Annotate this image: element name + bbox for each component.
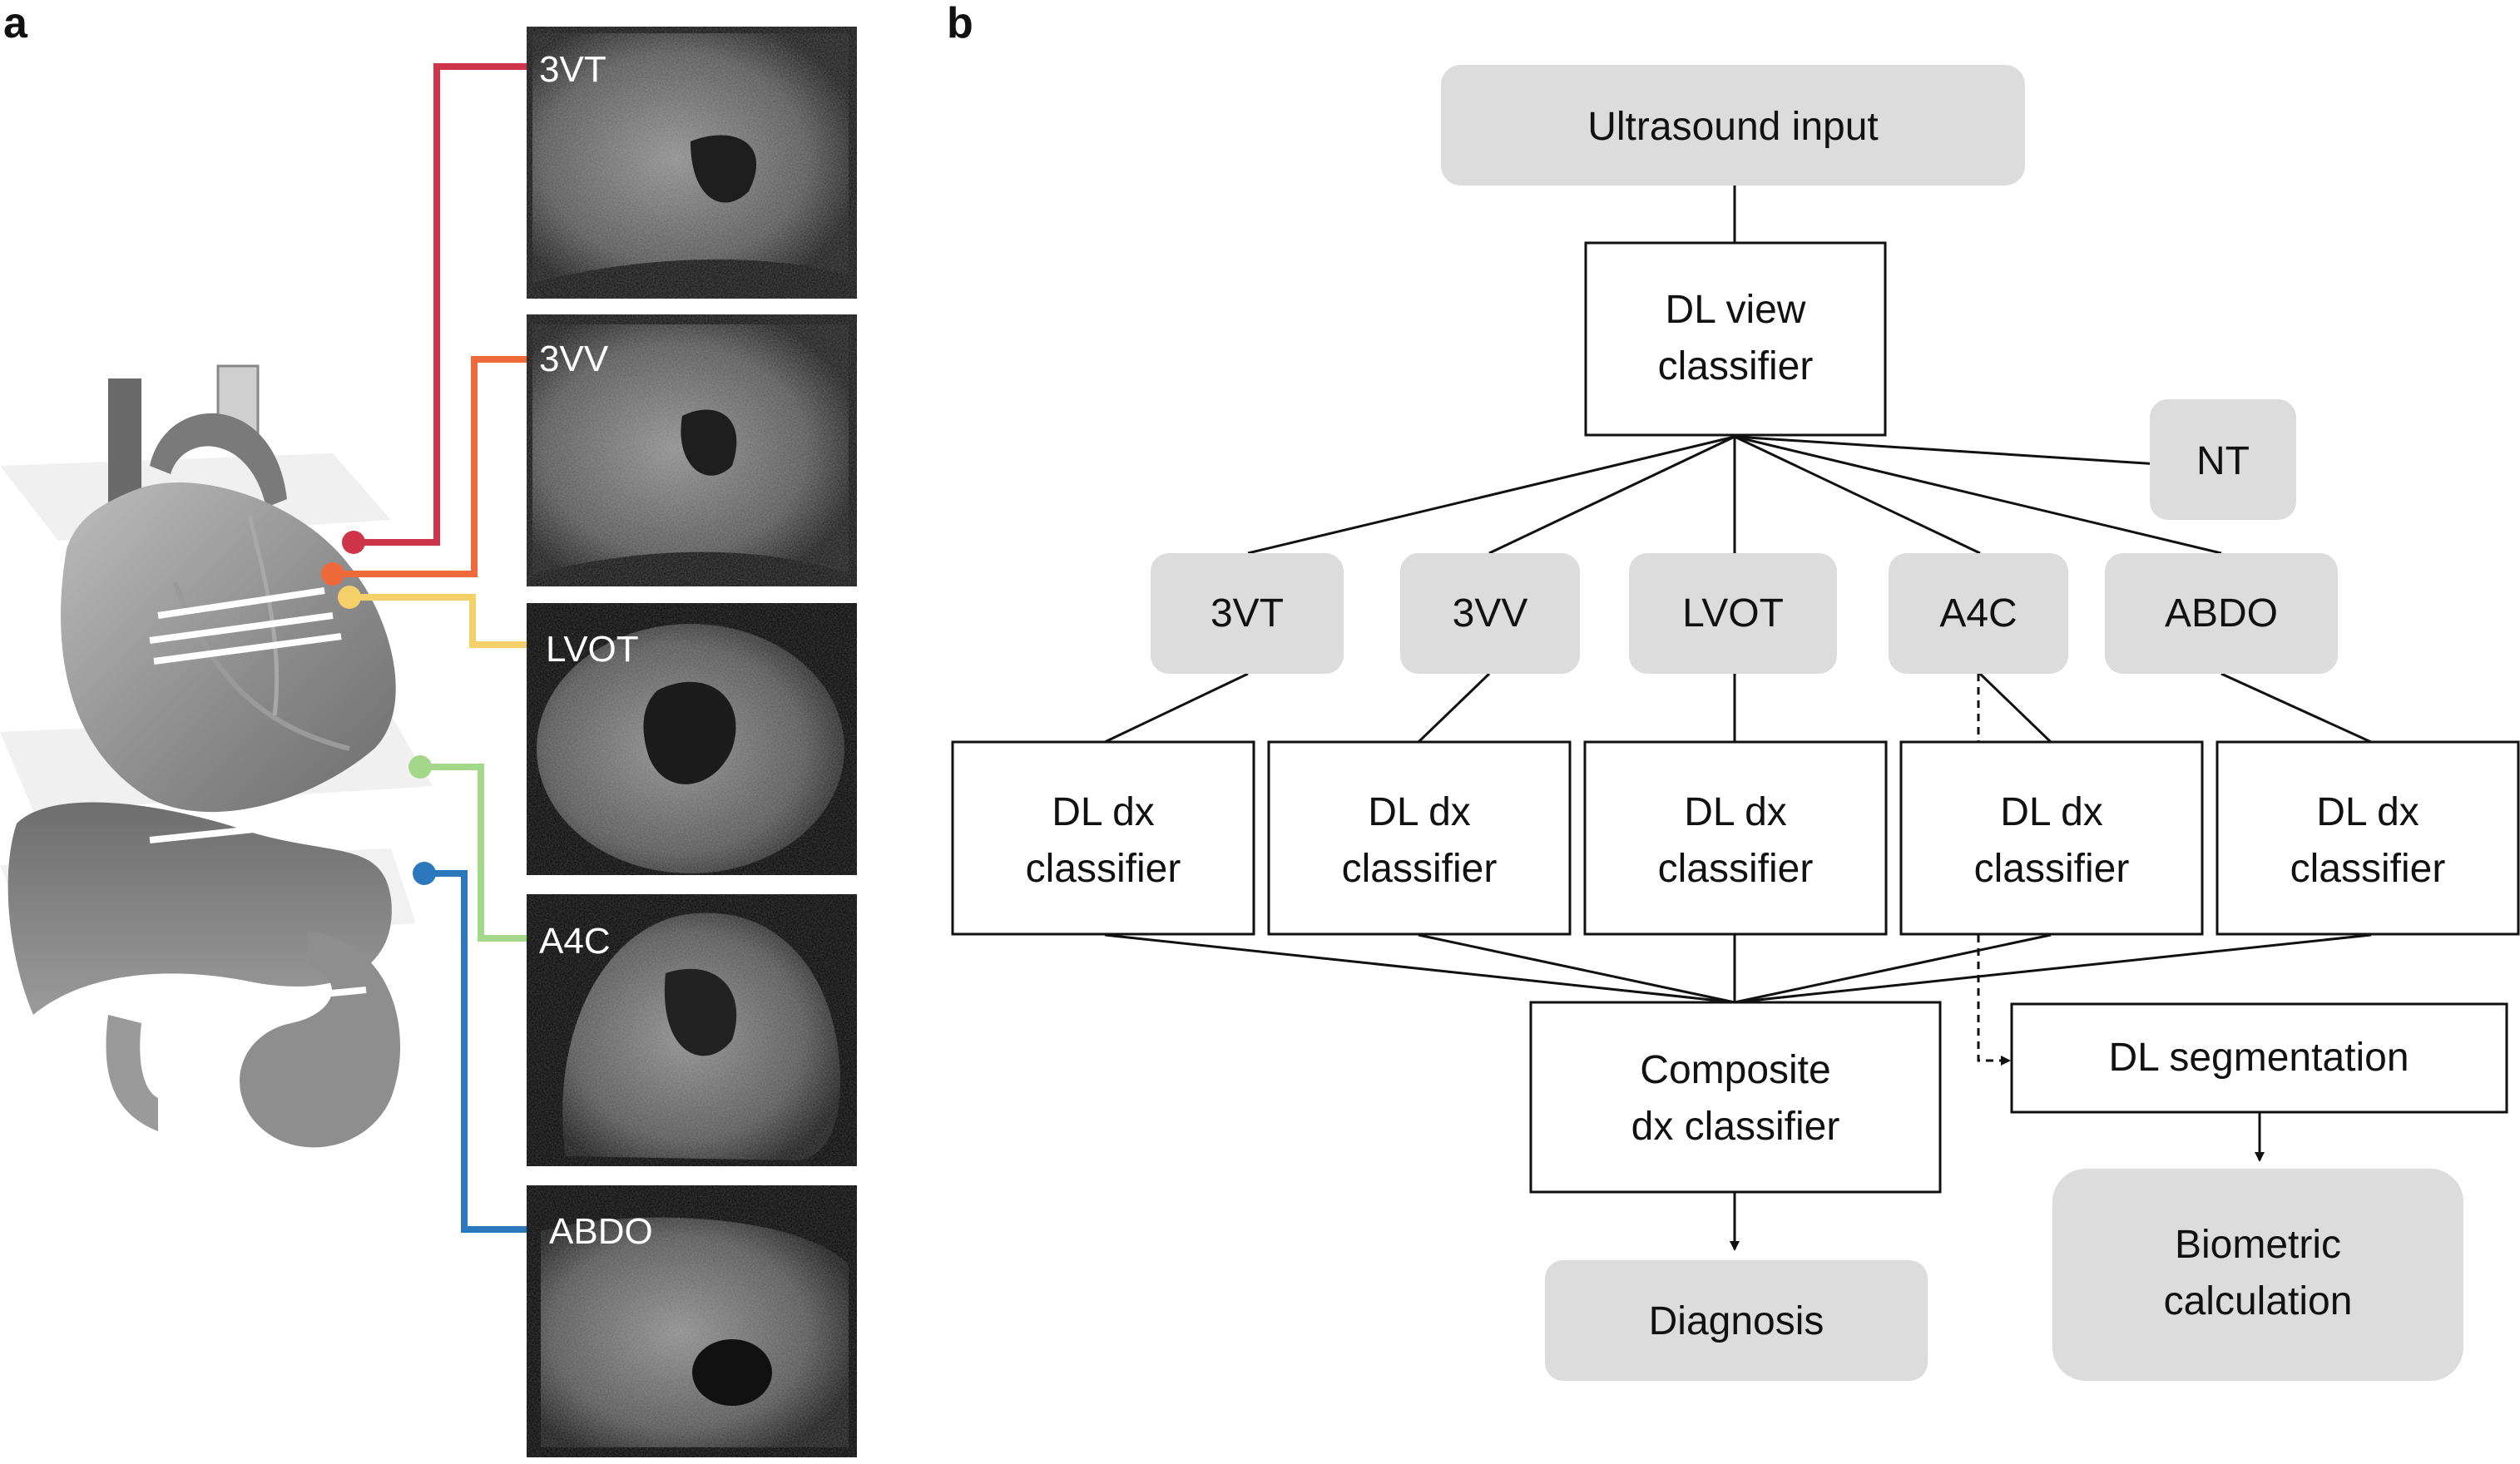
leader-line-a4c — [420, 764, 532, 942]
ultrasound-image-a4c: A4C — [527, 894, 857, 1166]
dot-3vt — [342, 531, 365, 554]
svg-text:ABDO: ABDO — [2165, 591, 2278, 636]
view-dots — [321, 531, 436, 885]
solid-arrows — [1730, 1112, 2265, 1251]
flow-connectors — [1104, 185, 2372, 1004]
us-label-lvot: LVOT — [546, 629, 639, 670]
svg-text:classifier: classifier — [1342, 847, 1498, 891]
svg-text:DL dx: DL dx — [1052, 790, 1155, 834]
view-leader-lines — [333, 63, 532, 1233]
panel-b: Ultrasound input DL view classifier NT 3… — [915, 0, 2520, 1460]
panel-a: 3VT 3VV LVOT A4C ABDO — [0, 0, 874, 1460]
leader-line-lvot — [349, 594, 532, 648]
dot-abdo — [413, 862, 436, 885]
svg-text:Diagnosis: Diagnosis — [1649, 1299, 1824, 1343]
panel-a-letter: a — [3, 0, 27, 47]
view-box-3vt: 3VT — [1151, 553, 1344, 674]
ultrasound-image-abdo: ABDO — [527, 1185, 857, 1457]
segmentation-box: DL segmentation — [2010, 1002, 2508, 1114]
organ-illustration — [0, 364, 433, 1148]
ultrasound-image-lvot: LVOT — [527, 603, 857, 875]
svg-text:DL segmentation: DL segmentation — [2108, 1036, 2409, 1080]
us-label-3vt: 3VT — [539, 49, 606, 90]
heart-illustration-and-views: 3VT 3VV LVOT A4C ABDO — [0, 27, 857, 1457]
flowchart: Ultrasound input DL view classifier NT 3… — [951, 65, 2520, 1381]
leader-line-3vv — [333, 356, 532, 577]
dot-lvot — [338, 586, 361, 609]
us-label-3vv: 3VV — [539, 339, 609, 379]
view-box-abdo: ABDO — [2105, 553, 2338, 674]
view-classifier-box: DL view classifier — [1584, 241, 1887, 437]
us-label-abdo: ABDO — [549, 1211, 653, 1252]
svg-text:DL view: DL view — [1666, 288, 1806, 332]
svg-text:DL dx: DL dx — [1368, 790, 1471, 834]
svg-text:Composite: Composite — [1640, 1048, 1830, 1092]
dot-a4c — [408, 755, 432, 779]
svg-text:classifier: classifier — [2290, 847, 2446, 891]
dot-3vv — [321, 562, 344, 586]
ultrasound-input-box: Ultrasound input — [1441, 65, 2025, 185]
svg-text:Biometric: Biometric — [2175, 1223, 2341, 1267]
svg-text:classifier: classifier — [1974, 847, 2130, 891]
svg-text:dx classifier: dx classifier — [1631, 1105, 1840, 1149]
svg-text:NT: NT — [2196, 439, 2250, 483]
panel-b-letter: b — [947, 0, 973, 47]
svg-text:classifier: classifier — [1658, 344, 1814, 388]
diagnosis-box: Diagnosis — [1545, 1260, 1928, 1381]
svg-text:3VT: 3VT — [1210, 591, 1284, 636]
ultrasound-image-3vv: 3VV — [527, 314, 857, 586]
svg-text:calculation: calculation — [2164, 1279, 2353, 1323]
view-box-lvot: LVOT — [1629, 553, 1837, 674]
svg-text:classifier: classifier — [1026, 847, 1181, 891]
ultrasound-image-3vt: 3VT — [527, 27, 857, 299]
svg-text:3VV: 3VV — [1453, 591, 1528, 636]
svg-text:A4C: A4C — [1939, 591, 2017, 636]
nt-box: NT — [2150, 399, 2296, 520]
dx-classifier-box-3vt: DL dx classifier — [951, 740, 1255, 936]
biometric-box: Biometric calculation — [2052, 1169, 2463, 1381]
svg-text:DL dx: DL dx — [2000, 790, 2103, 834]
svg-text:classifier: classifier — [1658, 847, 1814, 891]
dashed-a4c-connectors — [1977, 674, 2011, 1066]
svg-text:DL dx: DL dx — [1684, 790, 1787, 834]
composite-classifier-box: Composite dx classifier — [1529, 1001, 1942, 1194]
svg-text:LVOT: LVOT — [1682, 591, 1784, 636]
dx-classifier-box-3vv: DL dx classifier — [1267, 740, 1572, 936]
svg-text:Ultrasound input: Ultrasound input — [1587, 105, 1879, 149]
view-box-a4c: A4C — [1889, 553, 2068, 674]
dx-classifier-box-lvot: DL dx classifier — [1583, 740, 1888, 936]
view-box-3vv: 3VV — [1400, 553, 1580, 674]
leader-line-3vt — [354, 63, 532, 546]
leader-line-abdo — [424, 870, 532, 1233]
us-label-a4c: A4C — [539, 921, 611, 962]
dx-classifier-box-abdo: DL dx classifier — [2216, 740, 2520, 936]
svg-text:DL dx: DL dx — [2316, 790, 2419, 834]
dx-classifier-box-a4c: DL dx classifier — [1899, 740, 2204, 936]
